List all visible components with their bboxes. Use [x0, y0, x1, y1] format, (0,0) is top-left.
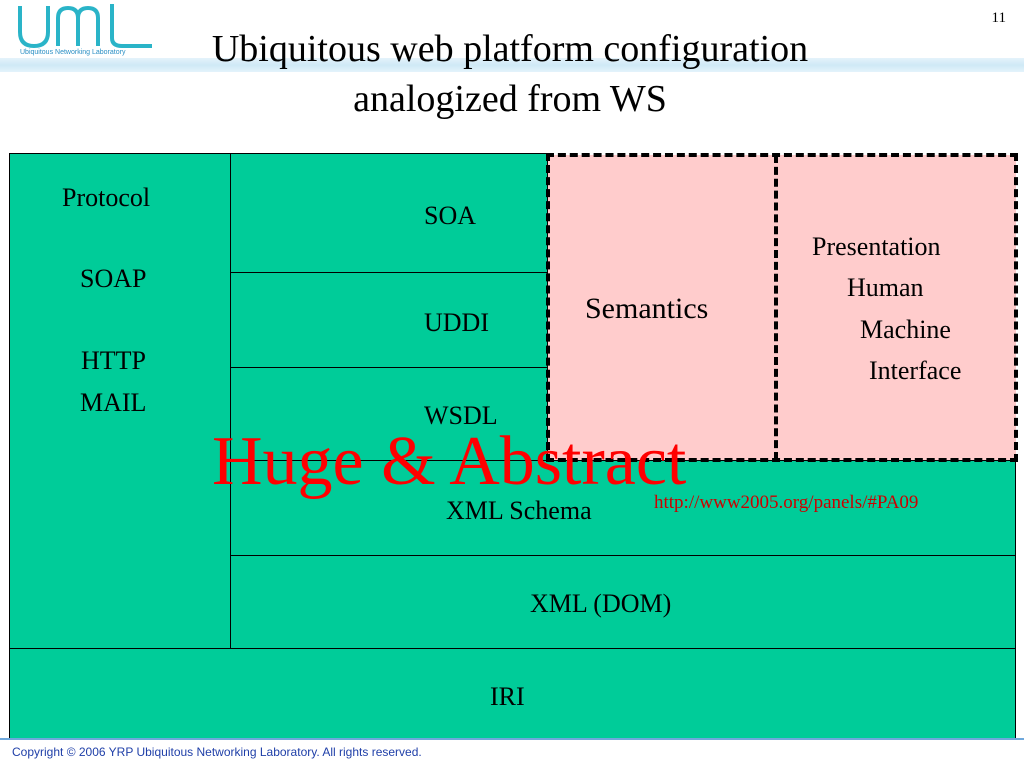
huge-abstract-overlay: Huge & Abstract [212, 423, 687, 500]
wsdl-label: WSDL [424, 401, 498, 430]
soa-cell [230, 153, 548, 273]
machine-label: Machine [860, 315, 951, 344]
mail-label: MAIL [80, 388, 147, 417]
uddi-cell [230, 272, 548, 368]
title-line-1: Ubiquitous web platform configuration [211, 28, 809, 70]
soap-label: SOAP [80, 264, 147, 293]
copyright-text: Copyright © 2006 YRP Ubiquitous Networki… [12, 745, 422, 759]
logo-subtitle: Ubiquitous Networking Laboratory [20, 49, 126, 56]
presentation-label: Presentation [812, 232, 941, 261]
title-line-2: analogized from WS [353, 78, 667, 120]
http-label: HTTP [81, 346, 146, 375]
presentation-box [776, 155, 1016, 460]
footer-divider [0, 738, 1024, 740]
xml-dom-label: XML (DOM) [530, 589, 672, 618]
uddi-label: UDDI [424, 308, 489, 337]
human-label: Human [847, 273, 924, 302]
semantics-label: Semantics [585, 292, 709, 325]
dashed-divider [774, 155, 778, 460]
dashed-outline [546, 153, 1018, 462]
header-band [0, 58, 1024, 72]
xml-schema-label: XML Schema [446, 496, 592, 525]
protocol-cell [9, 153, 231, 649]
soa-label: SOA [424, 201, 477, 230]
semantics-box [548, 155, 776, 460]
page-number: 11 [991, 10, 1006, 26]
uml-logo [16, 2, 156, 64]
xml-dom-cell [230, 555, 1016, 649]
slide-title: Ubiquitous web platform configuration an… [150, 24, 870, 124]
iri-cell [9, 648, 1016, 740]
interface-label: Interface [869, 356, 962, 385]
iri-label: IRI [490, 682, 525, 711]
logo-icon [18, 4, 152, 49]
reference-link[interactable]: http://www2005.org/panels/#PA09 [654, 492, 919, 513]
protocol-label: Protocol [62, 183, 151, 212]
